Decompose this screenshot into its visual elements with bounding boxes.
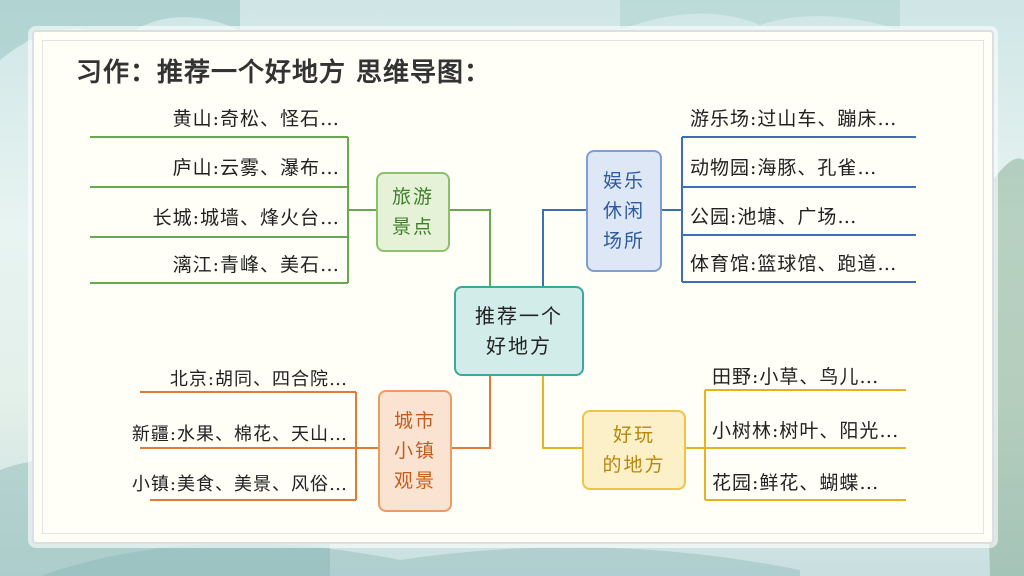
branch-node-scenic: 旅游 景点 [376,172,450,252]
leaf-town-3: 小镇:美食、美景、风俗… [132,470,348,496]
branch-node-entertainment: 娱乐 休闲 场所 [586,150,662,272]
leaf-scenic-1: 黄山:奇松、怪石… [173,104,340,131]
leaf-entertainment-1: 游乐场:过山车、蹦床… [690,104,897,131]
branch-node-town: 城市 小镇 观景 [378,390,452,512]
leaf-scenic-4: 漓江:青峰、美石… [173,250,340,277]
branch-node-fun: 好玩 的地方 [582,410,686,490]
leaf-entertainment-2: 动物园:海豚、孔雀… [690,153,877,180]
leaf-entertainment-4: 体育馆:篮球馆、跑道… [690,249,897,276]
leaf-entertainment-3: 公园:池塘、广场… [690,202,857,229]
leaf-town-2: 新疆:水果、棉花、天山… [132,420,348,446]
leaf-town-1: 北京:胡同、四合院… [170,365,348,391]
leaf-scenic-3: 长城:城墙、烽火台… [153,203,340,230]
leaf-fun-1: 田野:小草、鸟儿… [712,362,879,389]
center-node: 推荐一个 好地方 [454,286,584,376]
leaf-fun-3: 花园:鲜花、蝴蝶… [712,468,879,495]
leaf-fun-2: 小树林:树叶、阳光… [712,416,899,443]
leaf-scenic-2: 庐山:云雾、瀑布… [173,153,340,180]
